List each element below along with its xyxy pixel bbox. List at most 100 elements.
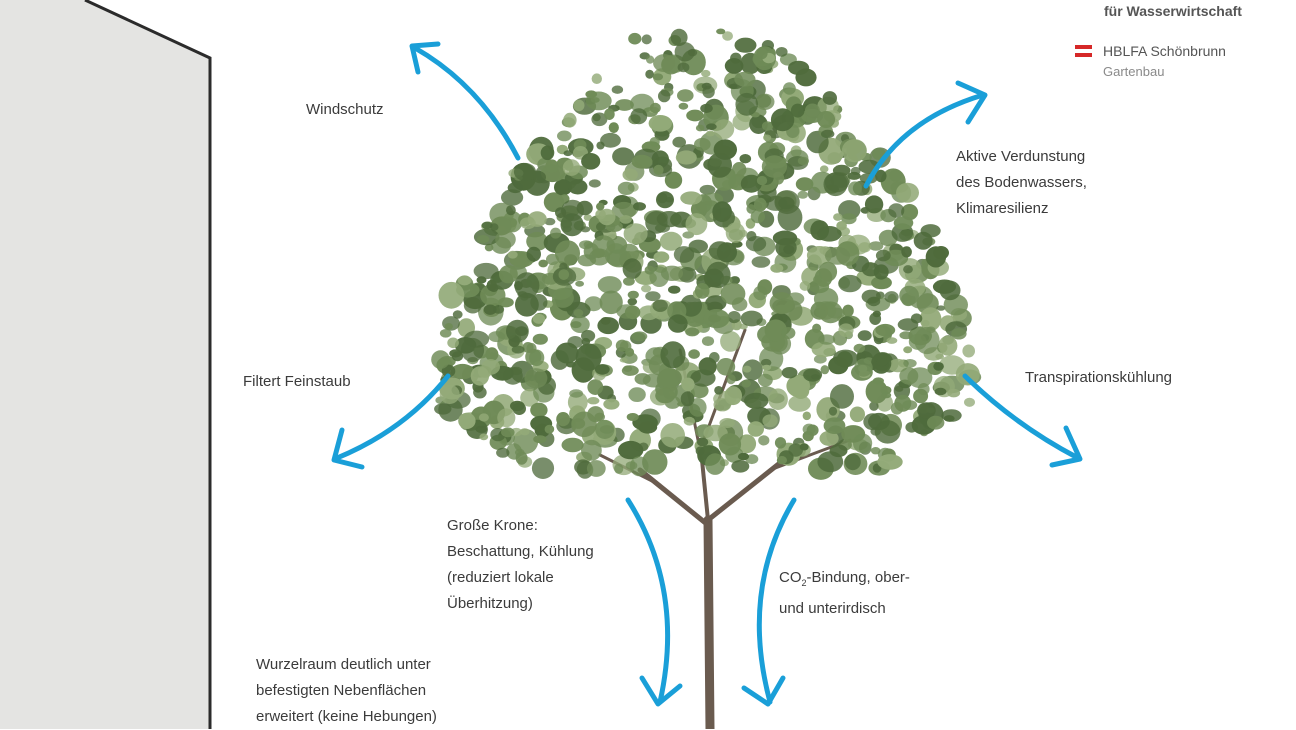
foliage-blob: [434, 403, 452, 415]
foliage-blob: [947, 388, 961, 398]
foliage-blob: [515, 326, 528, 336]
foliage-blob: [544, 217, 556, 226]
label-co2-line-1: CO2-Bindung, ober-: [779, 565, 910, 596]
foliage-blob: [628, 387, 646, 402]
foliage-blob: [783, 82, 796, 95]
foliage-blob: [886, 337, 898, 344]
foliage-blob: [871, 276, 892, 290]
foliage-blob: [575, 343, 602, 371]
foliage-blob: [531, 457, 555, 480]
foliage-blob: [732, 162, 747, 177]
foliage-blob: [844, 453, 861, 471]
foliage-blob: [841, 139, 867, 163]
foliage-blob: [818, 261, 838, 282]
foliage-blob: [756, 47, 768, 60]
foliage-blob: [475, 425, 488, 433]
foliage-blob: [677, 62, 690, 73]
foliage-blob: [653, 251, 670, 263]
foliage-blob: [678, 102, 689, 110]
foliage-blob: [618, 440, 644, 460]
foliage-blob: [854, 358, 873, 377]
foliage-blob: [562, 159, 581, 176]
foliage-blob: [581, 153, 601, 170]
foliage-blob: [694, 137, 711, 151]
foliage-blob: [914, 326, 940, 355]
foliage-blob: [560, 213, 584, 237]
foliage-blob: [941, 409, 962, 422]
foliage-blob: [703, 309, 730, 329]
foliage-blob: [762, 364, 772, 371]
foliage-blob: [727, 311, 741, 324]
foliage-blob: [838, 274, 862, 293]
foliage-blob: [493, 305, 505, 314]
foliage-blob: [611, 85, 624, 94]
foliage-blob: [901, 246, 912, 258]
foliage-blob: [869, 401, 879, 411]
foliage-blob: [863, 413, 882, 431]
foliage-blob: [646, 55, 655, 64]
foliage-blob: [734, 37, 757, 53]
foliage-blob: [652, 299, 668, 312]
foliage-blob: [870, 447, 881, 455]
foliage-blob: [706, 130, 715, 137]
foliage-blob: [828, 406, 838, 416]
foliage-blob: [740, 310, 763, 327]
foliage-blob: [917, 402, 936, 419]
foliage-blob: [795, 177, 814, 192]
foliage-blob: [653, 164, 664, 175]
arrow-icon-feinstaub: [331, 373, 451, 470]
foliage-blob: [557, 130, 572, 142]
foliage-blob: [507, 182, 523, 194]
foliage-blob: [797, 190, 808, 199]
foliage-blob: [893, 216, 914, 230]
foliage-blob: [645, 291, 661, 302]
foliage-blob: [526, 246, 541, 262]
foliage-blob: [441, 364, 456, 378]
foliage-blob: [868, 241, 884, 251]
label-verdunstung: Aktive Verdunstung des Bodenwassers, Kli…: [956, 144, 1087, 222]
foliage-blob: [452, 310, 463, 319]
foliage-blob: [668, 285, 681, 294]
foliage-blob: [865, 379, 888, 404]
arrow-icon-transpiration: [962, 373, 1083, 468]
foliage-blob: [836, 351, 853, 368]
foliage-blob: [705, 453, 726, 475]
foliage-blob: [568, 179, 588, 195]
foliage-blob: [764, 319, 787, 342]
foliage-blob: [935, 353, 944, 360]
foliage-blob: [573, 99, 585, 112]
foliage-blob: [685, 327, 700, 337]
foliage-blob: [799, 280, 811, 291]
foliage-blob: [473, 386, 487, 399]
foliage-blob: [657, 192, 668, 204]
foliage-blob: [597, 276, 622, 294]
foliage-blob: [955, 363, 980, 386]
foliage-blob: [881, 391, 892, 399]
foliage-blob: [730, 52, 742, 64]
foliage-blob: [760, 358, 772, 367]
foliage-blob: [588, 179, 601, 188]
foliage-blob: [457, 275, 472, 286]
foliage-blob: [694, 283, 710, 299]
foliage-blob: [479, 433, 489, 441]
foliage-blob: [483, 304, 497, 315]
foliage-blob: [570, 316, 590, 333]
foliage-blob: [927, 415, 945, 430]
foliage-blob: [514, 272, 540, 299]
foliage-blob: [630, 108, 648, 125]
foliage-blob: [551, 287, 574, 308]
label-co2-prefix: CO: [779, 569, 802, 586]
foliage-blob: [608, 122, 619, 133]
foliage-blob: [546, 253, 559, 266]
foliage-blob: [849, 406, 866, 423]
foliage-blob: [690, 383, 709, 399]
foliage-blob: [872, 377, 885, 385]
foliage-blob: [649, 266, 669, 287]
foliage-blob: [681, 377, 695, 392]
label-wurzel-line-2: befestigten Nebenflächen: [256, 682, 427, 699]
foliage-blob: [836, 221, 847, 231]
foliage-blob: [641, 34, 652, 45]
foliage-blob: [899, 285, 919, 306]
foliage-blob: [507, 250, 518, 259]
